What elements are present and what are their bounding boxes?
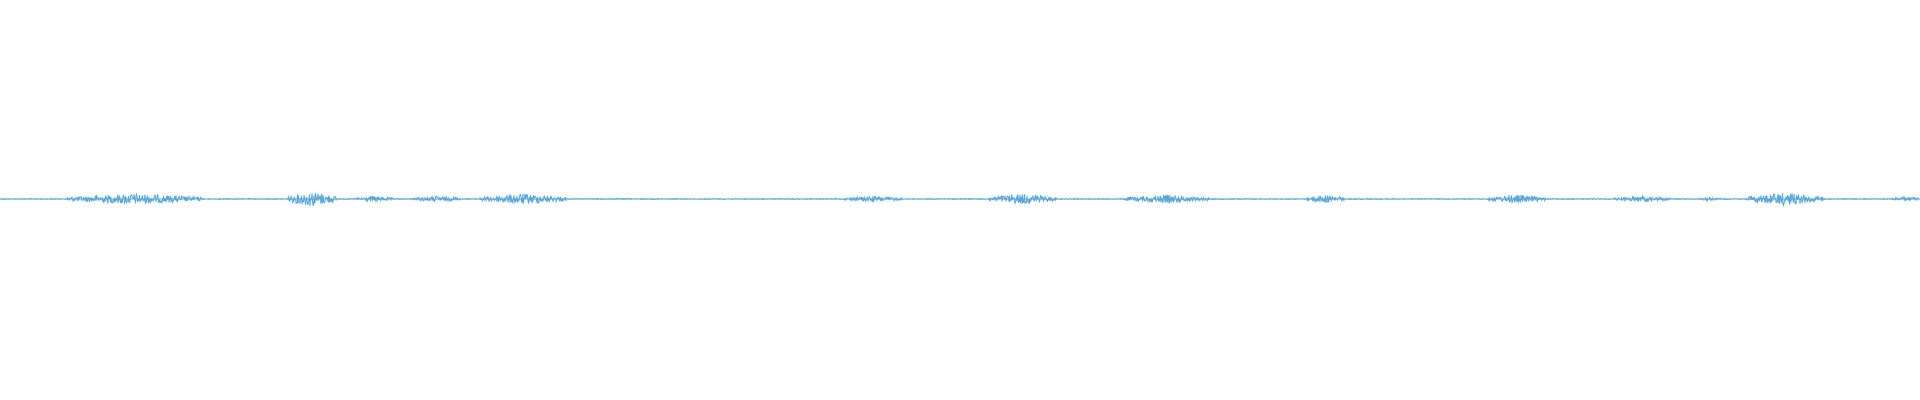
waveform-path — [0, 192, 1920, 207]
